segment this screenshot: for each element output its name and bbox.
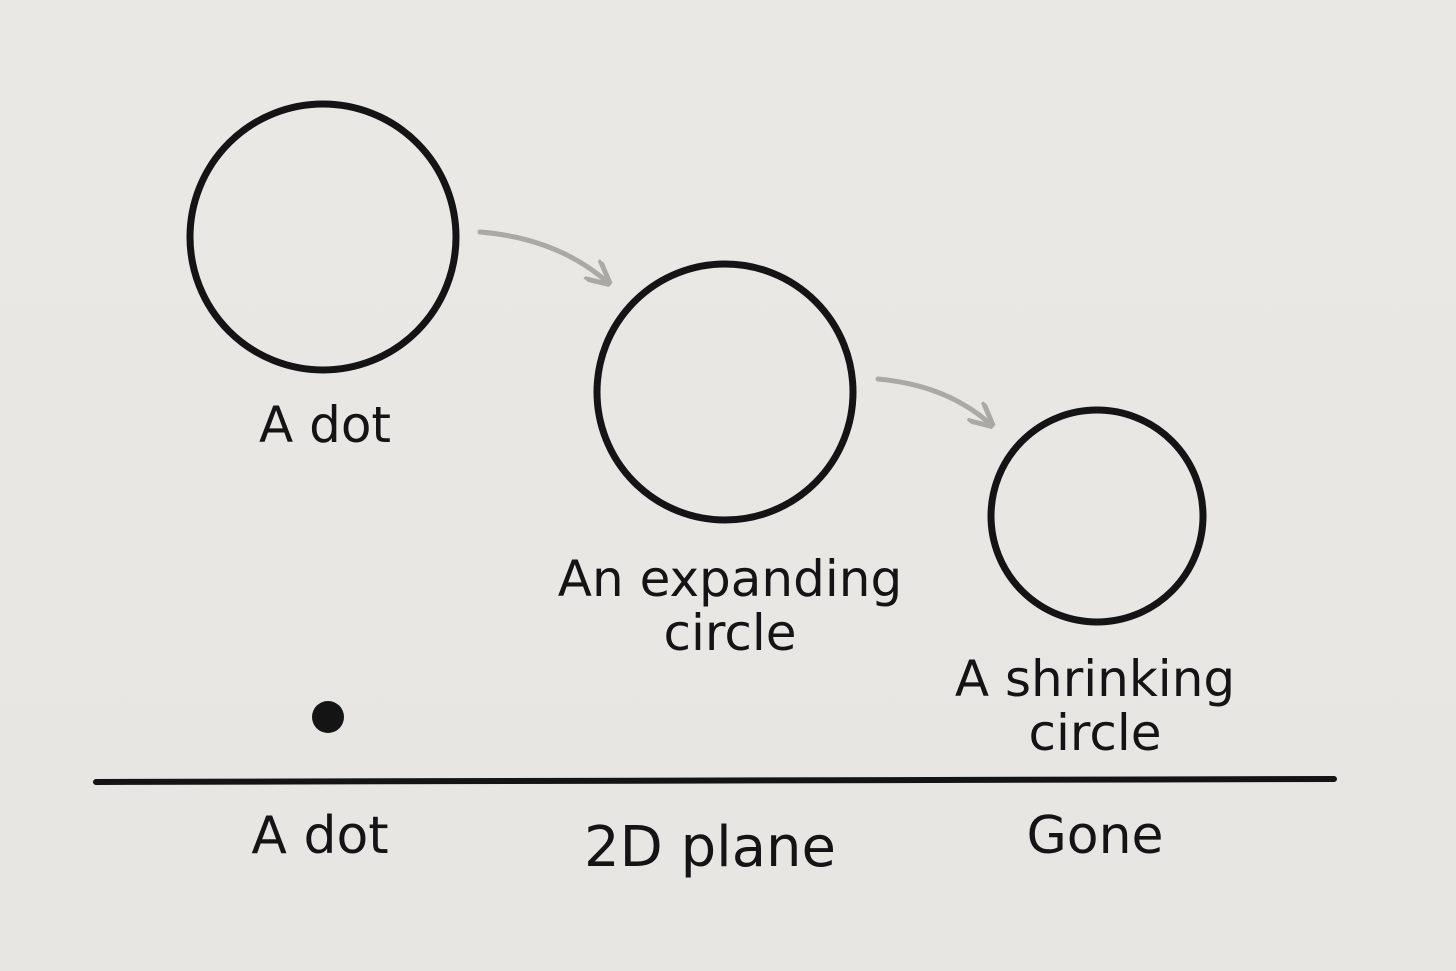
- expanding-circle: [593, 260, 857, 524]
- label-shrinking-circle: A shrinking circle: [954, 650, 1236, 762]
- label-a-dot-bottom: A dot: [251, 806, 389, 866]
- large-circle: [186, 100, 460, 374]
- label-expanding-circle: An expanding circle: [557, 550, 903, 662]
- label-a-dot-top: A dot: [258, 396, 392, 454]
- arrow-1: [477, 229, 605, 280]
- label-gone: Gone: [1026, 806, 1164, 866]
- arrow-2: [875, 376, 988, 422]
- shrinking-circle: [987, 406, 1207, 626]
- small-dot: [312, 701, 344, 733]
- plane-line: [93, 776, 1337, 785]
- label-2d-plane: 2D plane: [584, 815, 836, 880]
